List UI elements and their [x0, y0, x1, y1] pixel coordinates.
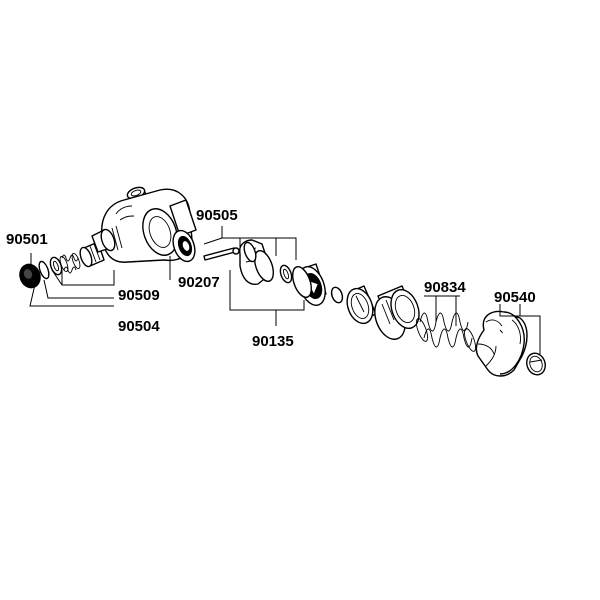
- cartridge-part: [238, 239, 274, 285]
- large-spring-part: [415, 312, 477, 352]
- part-number-90834: 90834: [424, 279, 466, 296]
- small-spring-part: [59, 252, 81, 274]
- leader-90540: [499, 304, 541, 354]
- valve-body-part: [91, 186, 197, 263]
- o-ring-part: [49, 256, 63, 276]
- part-number-90509: 90509: [118, 287, 160, 304]
- leader-90505: [203, 226, 297, 260]
- thin-ring-part: [38, 260, 50, 280]
- leader-90504: [29, 279, 114, 307]
- indicator-button-part: [526, 352, 546, 376]
- small-ring-part: [330, 286, 344, 304]
- bonnet-nut-part: [374, 285, 420, 340]
- retainer-cup-part: [346, 285, 377, 325]
- stem-pin-part: [203, 247, 240, 261]
- part-number-90501: 90501: [6, 231, 48, 248]
- part-number-90505: 90505: [196, 207, 238, 224]
- leader-90834: [424, 295, 460, 326]
- handle-knob-part: [475, 310, 528, 377]
- leader-90509: [51, 269, 115, 286]
- part-number-90504: 90504: [118, 318, 160, 335]
- seat-ring-part: [172, 229, 196, 263]
- leader-90135: [229, 270, 305, 326]
- part-number-90207: 90207: [178, 274, 220, 291]
- part-number-90540: 90540: [494, 289, 536, 306]
- cartridge-housing-part: [292, 263, 327, 306]
- stem-o-ring-part: [279, 264, 293, 284]
- part-number-90135: 90135: [252, 333, 294, 350]
